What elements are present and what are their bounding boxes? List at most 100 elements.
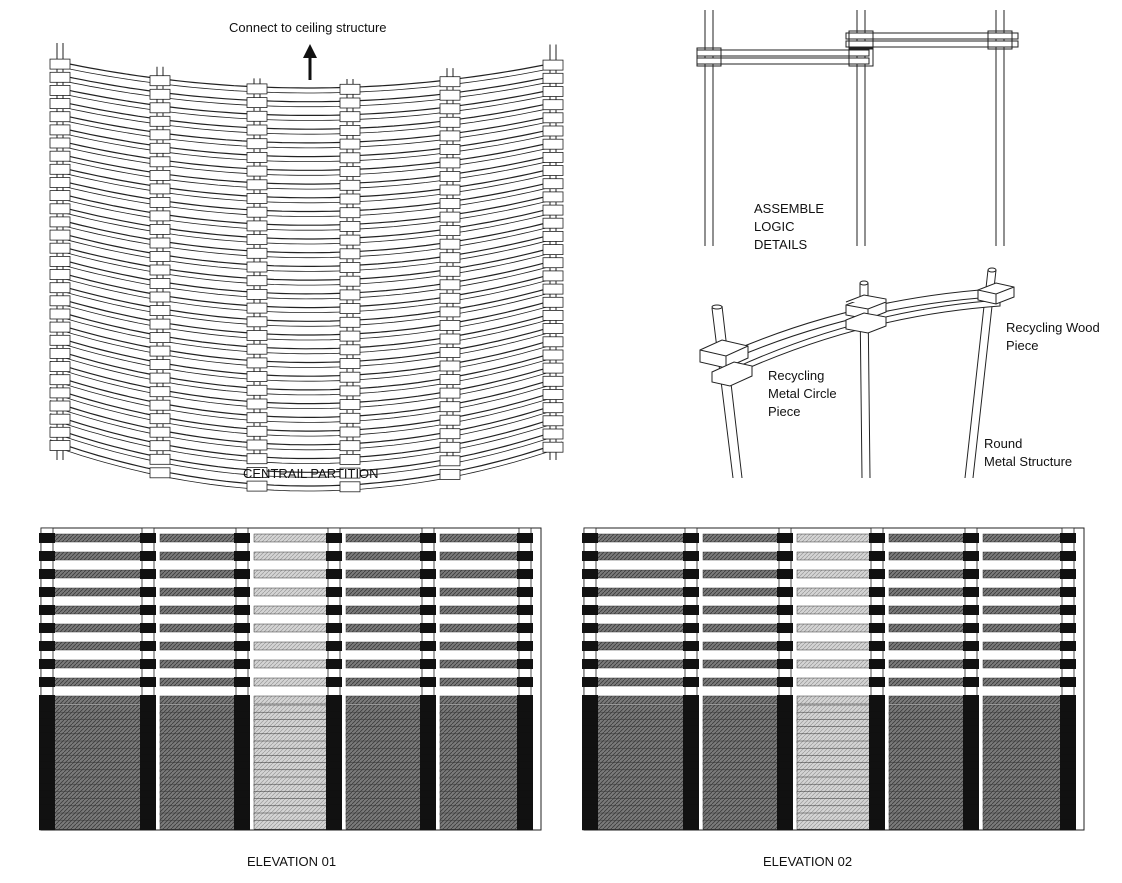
partition-board-edge (49, 182, 563, 217)
elevation-clip (582, 718, 598, 730)
elevation-clip (777, 797, 793, 809)
assemble-line-1: ASSEMBLE (754, 201, 825, 216)
elevation-clip (234, 569, 250, 579)
elevation-clip (234, 740, 250, 751)
partition-clip (49, 190, 71, 202)
partition-clip (542, 204, 564, 216)
elevation-board (583, 587, 692, 597)
partition-board-edge (49, 326, 563, 368)
elevation-clip (777, 819, 793, 831)
metal-circle-line-1: Recycling (768, 368, 825, 383)
elevation-clip (683, 776, 699, 787)
elevation-clip (234, 747, 250, 759)
elevation-clip (869, 819, 885, 831)
partition-clip (49, 295, 71, 307)
elevation-board (159, 659, 243, 669)
elevation-clip (39, 761, 55, 773)
partition-clip (49, 269, 71, 280)
elevation-clip (39, 747, 55, 759)
elevation-clip (1060, 740, 1076, 751)
partition-clip (246, 275, 268, 287)
partition-clip (246, 206, 268, 218)
elevation-clip (326, 732, 342, 744)
elevation-clip (963, 804, 979, 816)
partition-clip (149, 332, 171, 344)
partition-clip (439, 333, 461, 345)
elevation-board (702, 641, 786, 651)
elevation-clip (39, 740, 55, 751)
partition-clip (439, 171, 461, 182)
partition-clip (439, 184, 461, 196)
elevation-board (253, 641, 335, 651)
elevation-board (796, 623, 878, 633)
elevation-clip (420, 623, 436, 633)
partition-clip (49, 137, 71, 149)
elevation-clip (326, 551, 342, 561)
partition-clip (149, 426, 171, 438)
elevation-board (159, 587, 243, 597)
wood-piece-note: Recycling Wood Piece (1006, 319, 1100, 355)
elevation-02-drawing (582, 527, 1085, 831)
partition-clip (439, 441, 461, 453)
elevation-board (888, 605, 972, 615)
partition-clip (542, 165, 564, 176)
partition-board-edge (49, 379, 563, 423)
elevation-clip (39, 812, 55, 823)
elevation-clip (234, 533, 250, 543)
partition-clip (246, 110, 268, 122)
partition-board-edge (49, 261, 563, 300)
partition-clip (246, 220, 268, 232)
elevation-01-title: ELEVATION 01 (247, 854, 337, 869)
partition-board (49, 269, 563, 309)
elevation-board (888, 533, 972, 543)
partition-clip (542, 217, 564, 229)
elevation-clip (140, 677, 156, 687)
elevation-clip (234, 605, 250, 615)
elevation-board (40, 819, 149, 830)
elevation-clip (326, 695, 342, 705)
partition-clip (49, 58, 71, 70)
elevation-clip (140, 790, 156, 802)
partition-clip (149, 196, 171, 208)
elevation-clip (326, 587, 342, 597)
elevation-clip (420, 768, 436, 780)
elevation-clip (517, 677, 533, 687)
partition-clip (149, 278, 171, 289)
elevation-clip (326, 783, 342, 795)
partition-clip (49, 347, 71, 359)
partition-clip (149, 345, 171, 357)
elevation-clip (1060, 783, 1076, 795)
elevation-board (583, 533, 692, 543)
elevation-clip (517, 605, 533, 615)
partition-board-edge (49, 392, 563, 437)
elevation-clip (963, 761, 979, 773)
partition-clip (49, 413, 71, 425)
elevation-board (702, 623, 786, 633)
elevation-clip (326, 740, 342, 751)
elevation-clip (39, 783, 55, 795)
elevation-clip (420, 761, 436, 773)
partition-board (49, 413, 563, 460)
elevation-clip (582, 754, 598, 766)
partition-clip (339, 262, 361, 273)
elevation-clip (582, 711, 598, 723)
partition-clip (246, 480, 268, 492)
elevation-clip (234, 711, 250, 723)
partition-clip (542, 151, 564, 163)
elevation-board (40, 533, 149, 543)
partition-clip (439, 225, 461, 237)
partition-clip (246, 179, 268, 191)
partition-clip (246, 412, 268, 424)
elevation-board (888, 695, 972, 705)
elevation-clip (420, 740, 436, 751)
partition-clip (149, 102, 171, 114)
elevation-clip (326, 768, 342, 780)
elevation-board (345, 551, 429, 561)
partition-board-edge (49, 169, 563, 204)
elevation-board (253, 659, 335, 669)
elevation-clip (420, 704, 436, 715)
elevation-clip (326, 776, 342, 787)
elevation-clip (777, 732, 793, 744)
elevation-clip (39, 587, 55, 597)
partition-clip (49, 85, 71, 96)
